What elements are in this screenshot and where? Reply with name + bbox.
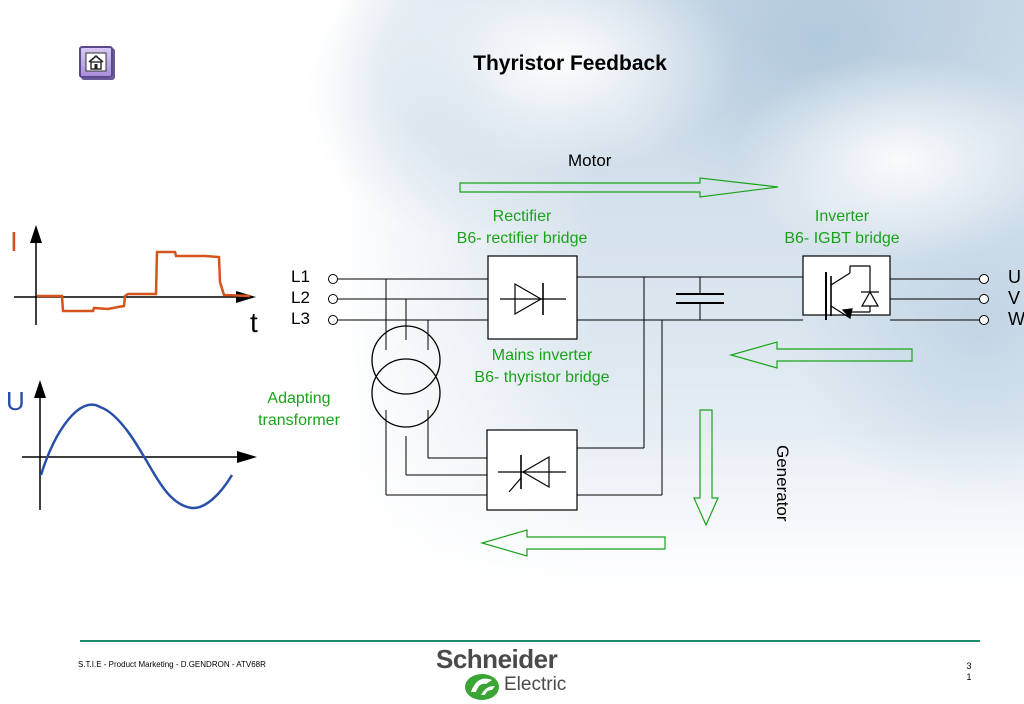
mains-inverter-title: Mains inverter bbox=[491, 347, 593, 364]
voltage-trace bbox=[39, 403, 234, 510]
voltage-axis-label: U bbox=[6, 386, 25, 416]
thyristor-bridge bbox=[486, 429, 578, 511]
voltage-waveform-plot bbox=[22, 380, 257, 510]
generator-label: Generator bbox=[773, 445, 792, 522]
terminal-w bbox=[979, 315, 989, 325]
generator-flow-arrow-down bbox=[693, 409, 719, 527]
line-w-label: W bbox=[1008, 309, 1024, 329]
transformer-title: Adapting bbox=[267, 390, 331, 407]
footer-rule bbox=[80, 640, 980, 642]
line-l2-label: L2 bbox=[291, 288, 310, 307]
rectifier-label: Rectifier B6- rectifier bridge bbox=[440, 206, 604, 250]
wiring bbox=[328, 274, 989, 496]
page-number-top: 3 bbox=[966, 661, 972, 671]
terminal-v bbox=[979, 294, 989, 304]
line-u-label: U bbox=[1008, 267, 1021, 287]
transformer-subtitle: transformer bbox=[258, 412, 340, 429]
output-lines: U V W bbox=[1008, 267, 1024, 330]
schneider-electric-logo: Schneider Electric bbox=[436, 644, 586, 704]
rectifier-subtitle: B6- rectifier bridge bbox=[456, 230, 588, 247]
home-button[interactable] bbox=[79, 46, 113, 78]
input-lines: L1 L2 L3 bbox=[291, 266, 310, 329]
logo-wordmark-top: Schneider bbox=[436, 644, 558, 674]
inverter-title: Inverter bbox=[814, 208, 870, 225]
igbt-inverter-bridge bbox=[802, 255, 891, 320]
line-v-label: V bbox=[1008, 288, 1021, 308]
home-icon bbox=[85, 52, 107, 72]
page-number: 3 1 bbox=[963, 661, 975, 683]
page-number-bottom: 1 bbox=[966, 672, 972, 682]
motor-label: Motor bbox=[568, 151, 612, 170]
terminal-l2 bbox=[328, 294, 338, 304]
line-l1-label: L1 bbox=[291, 267, 310, 286]
terminal-u bbox=[979, 274, 989, 284]
voltage-y-arrowhead bbox=[34, 380, 46, 398]
motor-flow-arrow bbox=[459, 177, 779, 198]
voltage-x-arrowhead bbox=[237, 451, 257, 463]
footer-text: S.T.I.E - Product Marketing - D.GENDRON … bbox=[78, 660, 266, 669]
generator-flow-arrow-right bbox=[728, 341, 913, 369]
terminal-l1 bbox=[328, 274, 338, 284]
generator-flow-arrow-bottom bbox=[479, 529, 666, 557]
inverter-subtitle: B6- IGBT bridge bbox=[784, 230, 900, 247]
current-y-arrowhead bbox=[30, 225, 42, 243]
time-axis-label: t bbox=[250, 307, 258, 338]
current-axis-label: I bbox=[10, 226, 18, 257]
adapting-transformer bbox=[371, 325, 441, 428]
logo-mark-icon bbox=[465, 674, 499, 700]
page-title: Thyristor Feedback bbox=[473, 52, 667, 75]
mains-inverter-subtitle: B6- thyristor bridge bbox=[474, 369, 610, 386]
current-waveform-plot bbox=[14, 225, 256, 325]
inverter-label: Inverter B6- IGBT bridge bbox=[760, 206, 924, 250]
transformer-label: Adapting transformer bbox=[244, 388, 354, 432]
current-trace bbox=[37, 250, 251, 313]
rectifier-title: Rectifier bbox=[492, 208, 552, 225]
logo-wordmark-bottom: Electric bbox=[504, 674, 567, 695]
rectifier-bridge bbox=[487, 255, 578, 340]
line-l3-label: L3 bbox=[291, 309, 310, 328]
terminal-l3 bbox=[328, 315, 338, 325]
mains-inverter-label: Mains inverter B6- thyristor bridge bbox=[452, 345, 632, 389]
